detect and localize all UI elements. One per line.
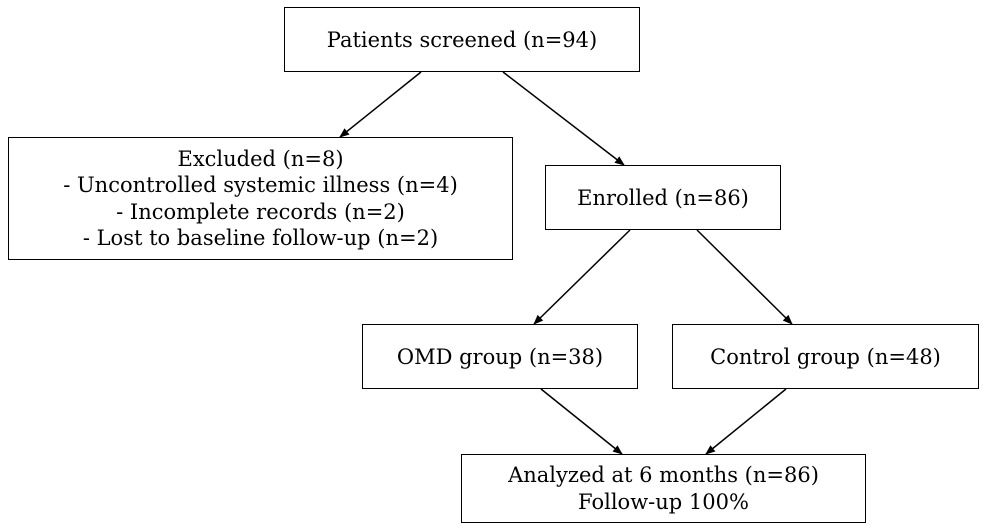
node-label: Patients screened (n=94) (326, 27, 598, 52)
exclusion-reason: - Lost to baseline follow-up (n=2) (82, 226, 439, 250)
node-omd-group: OMD group (n=38) (362, 324, 638, 389)
node-label: Control group (n=48) (710, 344, 941, 369)
node-excluded: Excluded (n=8) - Uncontrolled systemic i… (8, 137, 513, 260)
node-title: Excluded (n=8) (177, 146, 344, 171)
node-label-line2: Follow-up 100% (578, 489, 749, 514)
edge-enrolled-to-control (696, 229, 793, 325)
edge-screened-to-excluded (339, 71, 422, 138)
edge-control-to-analyzed (705, 388, 787, 455)
node-label: OMD group (n=38) (396, 344, 604, 369)
edge-screened-to-enrolled (502, 71, 625, 166)
node-label: Enrolled (n=86) (577, 185, 749, 210)
edge-enrolled-to-omd (533, 229, 631, 325)
node-control-group: Control group (n=48) (672, 324, 979, 389)
exclusion-reason: - Incomplete records (n=2) (116, 199, 405, 224)
exclusion-reason: - Uncontrolled systemic illness (n=4) (63, 173, 458, 197)
node-patients-screened: Patients screened (n=94) (284, 7, 640, 72)
node-label-line1: Analyzed at 6 months (n=86) (508, 462, 819, 487)
node-analyzed: Analyzed at 6 months (n=86) Follow-up 10… (461, 454, 866, 523)
node-enrolled: Enrolled (n=86) (545, 165, 781, 230)
edge-omd-to-analyzed (540, 388, 623, 455)
